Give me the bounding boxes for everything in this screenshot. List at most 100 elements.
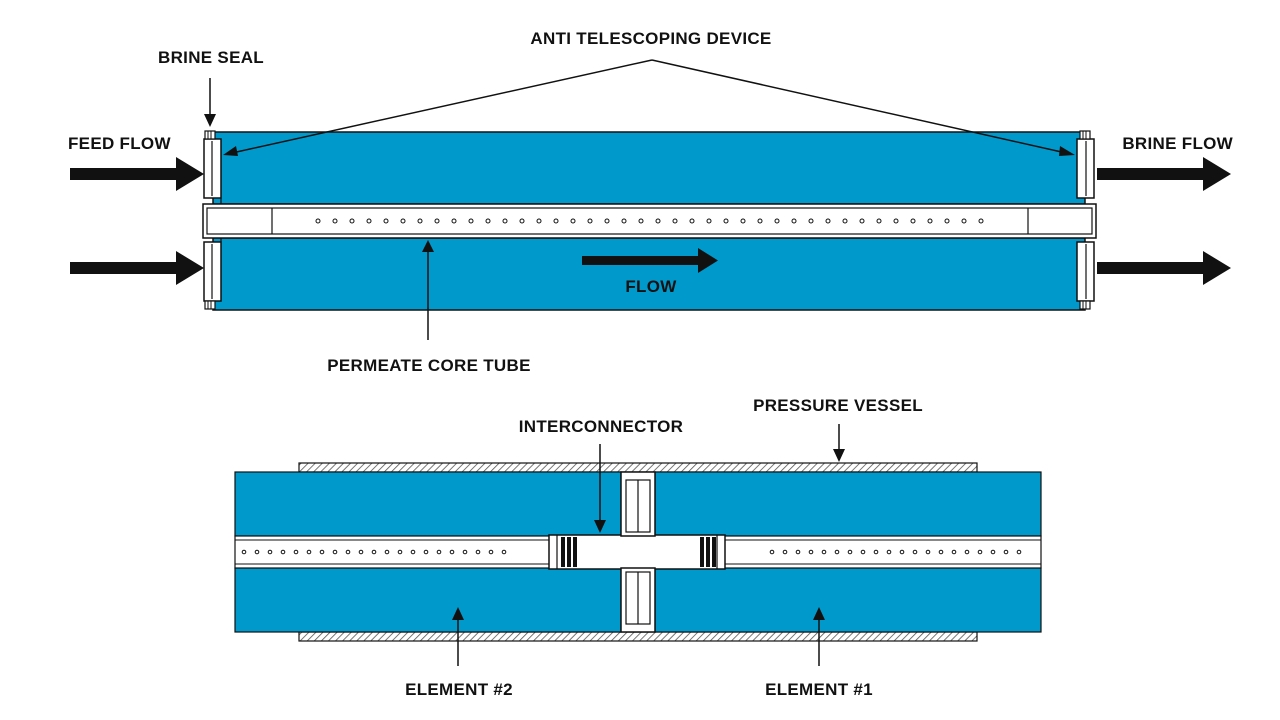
perforation-hole (873, 549, 879, 555)
feed-flow-label: FEED FLOW (68, 134, 171, 153)
pressure-vessel-wall-bottom (298, 631, 978, 642)
perforation-hole (927, 218, 933, 224)
perforation-hole (434, 218, 440, 224)
atd-callout-lines (231, 59, 1067, 154)
perforation-hole (859, 218, 865, 224)
perforation-hole (774, 218, 780, 224)
perforation-hole (345, 549, 351, 555)
perforation-hole (899, 549, 905, 555)
perforation-hole (502, 218, 508, 224)
perforation-hole (723, 218, 729, 224)
brine-seal-pointer (204, 78, 216, 127)
brine-seal-label: BRINE SEAL (158, 48, 264, 67)
atd-left-arrowhead (223, 146, 238, 156)
perforation-holes (769, 549, 1022, 555)
perforation-hole (449, 549, 455, 555)
element-1-label: ELEMENT #1 (765, 680, 873, 699)
perforation-hole (488, 549, 494, 555)
perforation-hole (423, 549, 429, 555)
perforation-hole (655, 218, 661, 224)
perforation-holes (241, 549, 507, 555)
perforation-hole (436, 549, 442, 555)
perforation-hole (860, 549, 866, 555)
interconnector-label: INTERCONNECTOR (519, 417, 683, 436)
atd-right (1076, 130, 1095, 310)
perforation-hole (293, 549, 299, 555)
perforation-hole (821, 549, 827, 555)
perforation-hole (808, 218, 814, 224)
perforation-hole (977, 549, 983, 555)
element-1-core-tube (723, 535, 1042, 569)
perforation-hole (886, 549, 892, 555)
element-2-pointer (452, 607, 464, 666)
top-element-assembly (202, 130, 1097, 311)
element-2-label: ELEMENT #2 (405, 680, 513, 699)
perforation-hole (371, 549, 377, 555)
perforation-hole (241, 549, 247, 555)
perforation-hole (306, 549, 312, 555)
brine-flow-arrow-upper (1097, 157, 1231, 191)
perforation-hole (961, 218, 967, 224)
perforation-hole (332, 218, 338, 224)
perforation-hole (501, 549, 507, 555)
perforation-hole (410, 549, 416, 555)
perforation-hole (417, 218, 423, 224)
element-2 (234, 471, 622, 633)
permeate-core-tube (202, 203, 1097, 239)
permeate-core-tube-pointer (422, 240, 434, 340)
perforation-holes (315, 218, 984, 224)
perforation-hole (384, 549, 390, 555)
perforation-hole (944, 218, 950, 224)
element-2-core-tube (234, 535, 552, 569)
perforation-hole (834, 549, 840, 555)
perforation-hole (349, 218, 355, 224)
perforation-hole (706, 218, 712, 224)
perforation-hole (689, 218, 695, 224)
interconnector (548, 534, 726, 570)
brine-seal (204, 130, 216, 310)
atd-right-arrowhead (1059, 146, 1075, 156)
atd-left (203, 130, 222, 310)
perforation-hole (876, 218, 882, 224)
perforation-hole (672, 218, 678, 224)
perforation-hole (791, 218, 797, 224)
interconnector-pointer (594, 444, 606, 533)
perforation-hole (319, 549, 325, 555)
perforation-hole (893, 218, 899, 224)
perforation-hole (825, 218, 831, 224)
perforation-hole (397, 549, 403, 555)
perforation-hole (925, 549, 931, 555)
element-1-pointer (813, 607, 825, 666)
pressure-vessel-wall-top (298, 462, 978, 473)
perforation-hole (769, 549, 775, 555)
brine-flow-arrow-lower (1097, 251, 1231, 285)
perforation-hole (468, 218, 474, 224)
perforation-hole (978, 218, 984, 224)
perforation-hole (951, 549, 957, 555)
perforation-hole (536, 218, 542, 224)
feed-flow-arrow-upper (70, 157, 204, 191)
perforation-hole (267, 549, 273, 555)
perforation-hole (912, 549, 918, 555)
perforation-hole (795, 549, 801, 555)
perforation-hole (280, 549, 286, 555)
perforation-hole (638, 218, 644, 224)
perforation-hole (808, 549, 814, 555)
perforation-hole (740, 218, 746, 224)
perforation-hole (400, 218, 406, 224)
perforation-hole (847, 549, 853, 555)
pressure-vessel-label: PRESSURE VESSEL (753, 396, 923, 415)
perforation-hole (485, 218, 491, 224)
perforation-hole (570, 218, 576, 224)
perforation-hole (315, 218, 321, 224)
perforation-hole (553, 218, 559, 224)
perforation-hole (451, 218, 457, 224)
element-1 (654, 471, 1042, 633)
perforation-hole (990, 549, 996, 555)
anti-telescoping-device-label: ANTI TELESCOPING DEVICE (530, 29, 771, 48)
perforation-hole (383, 218, 389, 224)
perforation-hole (462, 549, 468, 555)
perforation-hole (757, 218, 763, 224)
flow-label: FLOW (625, 277, 677, 296)
